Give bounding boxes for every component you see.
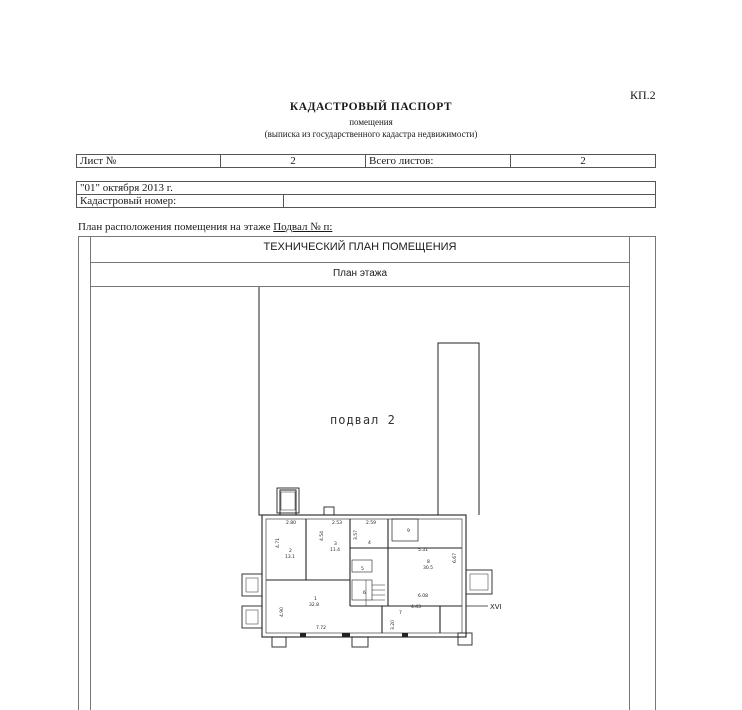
document-code: КП.2	[630, 88, 656, 102]
cadastral-number-value	[283, 194, 656, 208]
area-label: подвал 2	[330, 413, 396, 427]
dimension-label: 7.72	[316, 625, 326, 631]
title-divider	[90, 262, 630, 263]
room-number: 9	[407, 528, 410, 534]
room-area: 11.4	[330, 547, 340, 553]
plan-inner-frame	[90, 236, 630, 710]
room-number: 2	[289, 548, 292, 554]
dimension-label: 2.53	[332, 520, 342, 526]
room-number: 7	[399, 610, 402, 616]
room-number: 5	[361, 566, 364, 572]
info-table: "01" октября 2013 г. Кадастровый номер:	[76, 181, 656, 208]
dimension-label: 6.67	[452, 553, 458, 563]
subtitle-divider	[90, 286, 630, 287]
dimension-label: 3.57	[353, 530, 359, 540]
room-area: 13.1	[285, 554, 295, 560]
sheet-label: Лист №	[76, 154, 221, 168]
total-sheets-value: 2	[510, 154, 656, 168]
room-number: 6	[363, 590, 366, 596]
document-subtitle-extract: (выписка из государственного кадастра не…	[264, 129, 478, 139]
date-row: "01" октября 2013 г.	[76, 181, 656, 195]
basement-outline	[258, 287, 480, 516]
floor-plan-title: План этажа	[332, 268, 388, 279]
room-number: 4	[368, 540, 371, 546]
dimension-label: 2.59	[366, 520, 376, 526]
light-wells	[241, 487, 493, 648]
sheet-table: Лист № 2 Всего листов: 2	[76, 154, 656, 168]
cadastral-row: Кадастровый номер:	[76, 194, 656, 208]
dimension-label: 4.90	[279, 607, 285, 617]
sheet-number: 2	[220, 154, 366, 168]
sheet-row: Лист № 2 Всего листов: 2	[76, 154, 656, 168]
document-date: "01" октября 2013 г.	[76, 181, 656, 195]
document-title: КАДАСТРОВЫЙ ПАСПОРТ	[289, 101, 453, 113]
floor-location-value: Подвал № п:	[273, 221, 333, 233]
room-area: 30.5	[423, 565, 433, 571]
floor-location-label: План расположения помещения на этаже	[78, 221, 271, 233]
cadastral-number-label: Кадастровый номер:	[76, 194, 284, 208]
room-area: 32.8	[309, 602, 319, 608]
dimension-label: 4.71	[275, 538, 281, 548]
technical-plan-title: ТЕХНИЧЕСКИЙ ПЛАН ПОМЕЩЕНИЯ	[263, 241, 457, 253]
dimension-label: 2.80	[286, 520, 296, 526]
wall-marks	[300, 633, 408, 637]
dimension-label: 5.31	[418, 547, 428, 553]
room-number: 3	[334, 541, 337, 547]
plan-outer-frame	[78, 236, 656, 710]
dimension-label: 6.08	[418, 593, 428, 599]
building-walls	[261, 514, 467, 638]
dimension-label: 4.54	[319, 531, 325, 541]
room-number: 1	[314, 596, 317, 602]
room-number: 8	[427, 559, 430, 565]
floor-location-line: План расположения помещения на этаже Под…	[78, 221, 332, 233]
dimension-label: 3.20	[390, 620, 396, 630]
dimension-label: 4.43	[411, 604, 421, 610]
axis-label: XVI	[490, 603, 502, 611]
document-subtitle: помещения	[349, 117, 393, 127]
